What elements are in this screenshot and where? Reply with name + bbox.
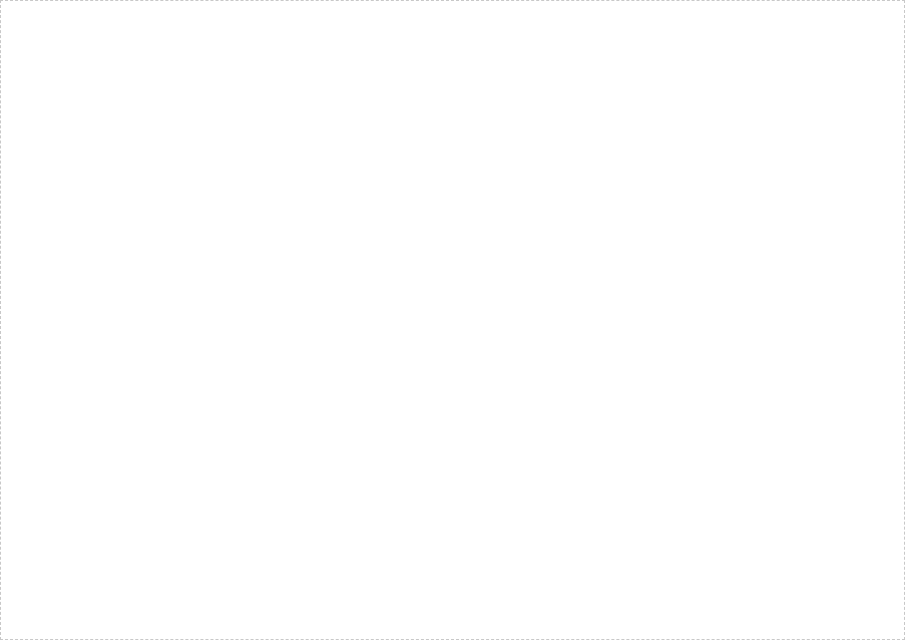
content-area bbox=[0, 0, 905, 640]
screen-root bbox=[0, 0, 905, 640]
